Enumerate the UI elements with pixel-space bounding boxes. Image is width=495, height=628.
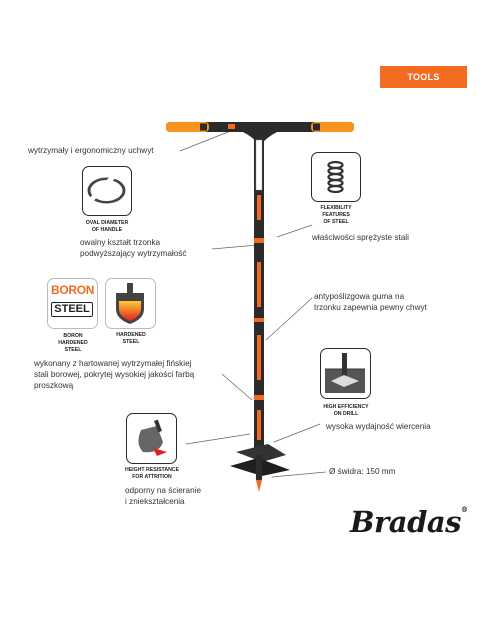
hardened-caption-2: STEEL (122, 339, 140, 345)
handle-bar (166, 122, 354, 132)
boron-caption-2: HARDENED (58, 340, 88, 346)
attrition-text-1: odporny na ścieranie (125, 486, 202, 495)
spring-icon (311, 152, 361, 202)
attrition-text-2: i zniekształcenia (125, 497, 185, 506)
boron-caption-3: STEEL (64, 347, 82, 353)
tools-badge: TOOLS (380, 66, 467, 88)
flex-caption-2: FEATURES (322, 212, 350, 218)
registered-mark: ® (460, 505, 468, 514)
boron-badge-2: STEEL (51, 302, 93, 317)
oval-caption-1: OVAL DIAMETER (85, 220, 129, 226)
steel-desc-3: proszkową (34, 381, 74, 390)
attrition-caption-1: HEIGHT RESISTANCE (124, 467, 180, 473)
hardened-blade-icon (105, 278, 156, 329)
drill-caption-2: ON DRILL (333, 411, 359, 417)
flex-caption-3: OF STEEL (323, 219, 349, 225)
shovel-wear-icon (126, 413, 177, 464)
diameter-text: Ø świdra: 150 mm (329, 467, 396, 476)
left-grip (166, 122, 209, 132)
attrition-caption-2: FOR ATTRITION (132, 474, 172, 480)
flex-text: właściwości sprężyste stali (312, 233, 409, 242)
boron-steel-icon: BORON STEEL (47, 278, 98, 329)
handle-text: wytrzymały i ergonomiczny uchwyt (28, 146, 154, 155)
hardened-caption-1: HARDENED (116, 332, 146, 338)
drill-caption-1: HIGH EFFICIENCY (323, 404, 369, 410)
oval-tube-icon (82, 166, 132, 216)
grip-text-2: trzonku zapewnia pewny chwyt (314, 303, 427, 312)
steel-desc-2: stali borowej, pokrytej wysokiej jakości… (34, 370, 195, 379)
boron-caption-1: BORON (63, 333, 83, 339)
right-grip (311, 122, 354, 132)
brand-name: Bradas (350, 505, 461, 539)
drill-efficiency-icon (320, 348, 371, 399)
flex-caption-1: FLEXIBILITY (320, 205, 352, 211)
brand-logo: Bradas® (350, 505, 468, 539)
oval-text-2: podwyższający wytrzymałość (80, 249, 187, 258)
oval-text-1: owalny kształt trzonka (80, 238, 161, 247)
steel-desc-1: wykonany z hartowanej wytrzymałej fiński… (34, 359, 192, 368)
boron-badge-1: BORON (51, 283, 95, 297)
grip-text-1: antypoślizgowa guma na (314, 292, 405, 301)
drill-text: wysoka wydajność wiercenia (326, 422, 431, 431)
oval-caption-2: OF HANDLE (91, 227, 123, 233)
